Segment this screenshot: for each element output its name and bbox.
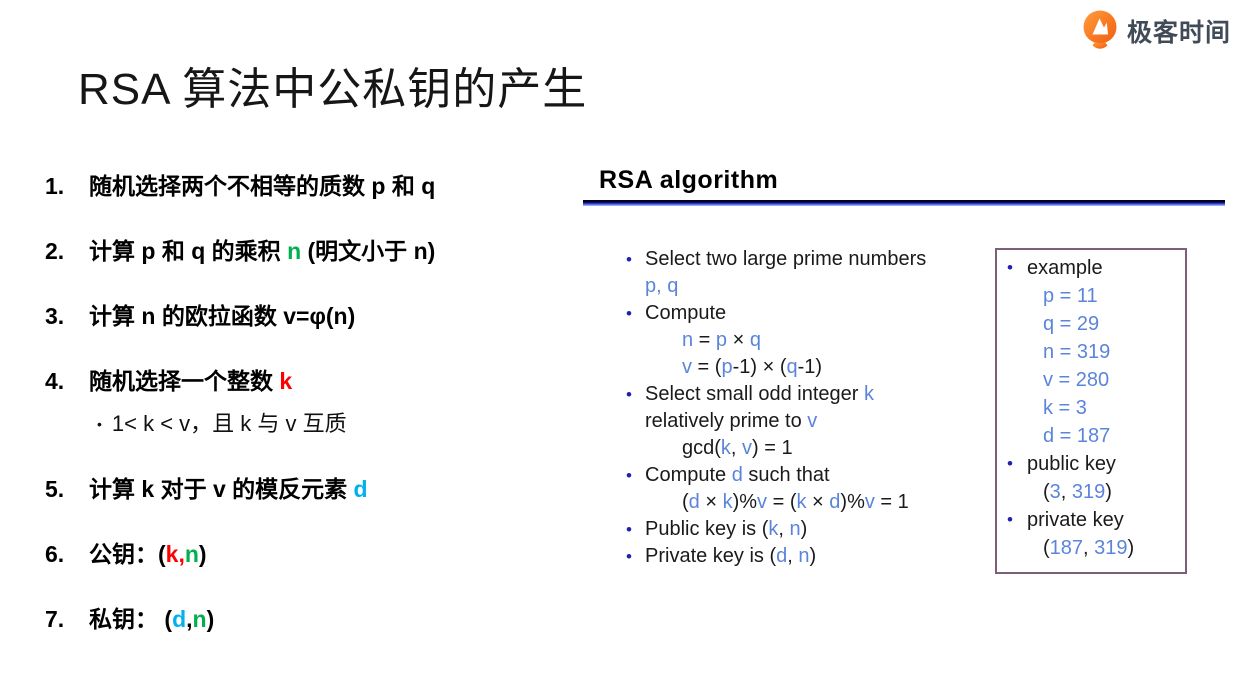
step-number: 4. bbox=[45, 368, 65, 394]
algo-line: n = p × q bbox=[682, 329, 761, 351]
algo-line: relatively prime to v bbox=[645, 410, 818, 432]
bullet-dot-icon: • bbox=[97, 416, 102, 432]
algo-line: Private key is (d, n) bbox=[625, 543, 981, 570]
step-text: 公钥：(k,n) bbox=[89, 541, 207, 567]
geektime-logo-icon bbox=[1080, 8, 1120, 54]
step-text: 私钥： (d,n) bbox=[89, 606, 215, 632]
key-generation-steps: 1. 随机选择两个不相等的质数 p 和 q 2. 计算 p 和 q 的乘积 n … bbox=[45, 170, 575, 668]
step-text: 计算 p 和 q 的乘积 n (明文小于 n) bbox=[89, 238, 436, 264]
example-line: example bbox=[997, 254, 1185, 282]
step-number: 2. bbox=[45, 238, 65, 264]
page-title: RSA 算法中公私钥的产生 bbox=[78, 65, 588, 115]
algo-line: Public key is (k, n) bbox=[625, 516, 981, 543]
geektime-logo: 极客时间 bbox=[1080, 8, 1231, 54]
algo-line: v = (p-1) × (q-1) bbox=[682, 356, 823, 378]
algo-line: Select two large prime numbers bbox=[625, 246, 981, 273]
example-line: q = 29 bbox=[1043, 313, 1100, 335]
example-line: k = 3 bbox=[1043, 397, 1087, 419]
algo-line: (d × k)%v = (k × d)%v = 1 bbox=[682, 491, 909, 513]
algo-line: p, q bbox=[645, 275, 679, 297]
step-3: 3. 计算 n 的欧拉函数 v=φ(n) bbox=[45, 300, 575, 332]
step-text: 计算 k 对于 v 的模反元素 d bbox=[89, 476, 368, 502]
step-4-sub-bullet: • 1< k < v，且 k 与 v 互质 bbox=[89, 408, 347, 440]
example-line: private key bbox=[997, 506, 1185, 534]
step-2: 2. 计算 p 和 q 的乘积 n (明文小于 n) bbox=[45, 235, 575, 267]
sub-bullet-text: 1< k < v，且 k 与 v 互质 bbox=[111, 411, 347, 436]
algorithm-heading: RSA algorithm bbox=[599, 166, 779, 194]
example-line: public key bbox=[997, 450, 1185, 478]
step-text: 随机选择一个整数 k • 1< k < v，且 k 与 v 互质 bbox=[89, 365, 347, 440]
rsa-algorithm-panel: RSA algorithm Select two large prime num… bbox=[583, 166, 1225, 574]
algo-line: Compute bbox=[625, 300, 981, 327]
step-number: 1. bbox=[45, 173, 65, 199]
algo-line: gcd(k, v) = 1 bbox=[682, 437, 793, 459]
example-line: (3, 319) bbox=[1043, 481, 1112, 503]
example-line: p = 11 bbox=[1043, 285, 1098, 307]
step-number: 5. bbox=[45, 476, 65, 502]
step-5: 5. 计算 k 对于 v 的模反元素 d bbox=[45, 473, 575, 505]
heading-underline bbox=[583, 200, 1225, 206]
step-7: 7. 私钥： (d,n) bbox=[45, 603, 575, 635]
algorithm-bullet-list: Select two large prime numbers p, q Comp… bbox=[625, 246, 981, 570]
step-text-main: 随机选择一个整数 k bbox=[89, 368, 293, 394]
algo-line: Compute d such that bbox=[625, 462, 981, 489]
example-line: (187, 319) bbox=[1043, 537, 1135, 559]
step-number: 6. bbox=[45, 541, 65, 567]
step-6: 6. 公钥：(k,n) bbox=[45, 538, 575, 570]
step-text: 计算 n 的欧拉函数 v=φ(n) bbox=[89, 303, 356, 329]
example-box: example p = 11 q = 29 n = 319 v = 280 k … bbox=[995, 248, 1187, 574]
step-1: 1. 随机选择两个不相等的质数 p 和 q bbox=[45, 170, 575, 202]
step-number: 7. bbox=[45, 606, 65, 632]
step-text: 随机选择两个不相等的质数 p 和 q bbox=[89, 173, 436, 199]
example-line: n = 319 bbox=[1043, 341, 1111, 363]
example-line: v = 280 bbox=[1043, 369, 1110, 391]
algorithm-content: Select two large prime numbers p, q Comp… bbox=[583, 246, 1225, 574]
step-number: 3. bbox=[45, 303, 65, 329]
example-line: d = 187 bbox=[1043, 425, 1111, 447]
geektime-logo-text: 极客时间 bbox=[1126, 19, 1231, 47]
step-4: 4. 随机选择一个整数 k • 1< k < v，且 k 与 v 互质 bbox=[45, 365, 575, 440]
algo-line: Select small odd integer k bbox=[625, 381, 981, 408]
